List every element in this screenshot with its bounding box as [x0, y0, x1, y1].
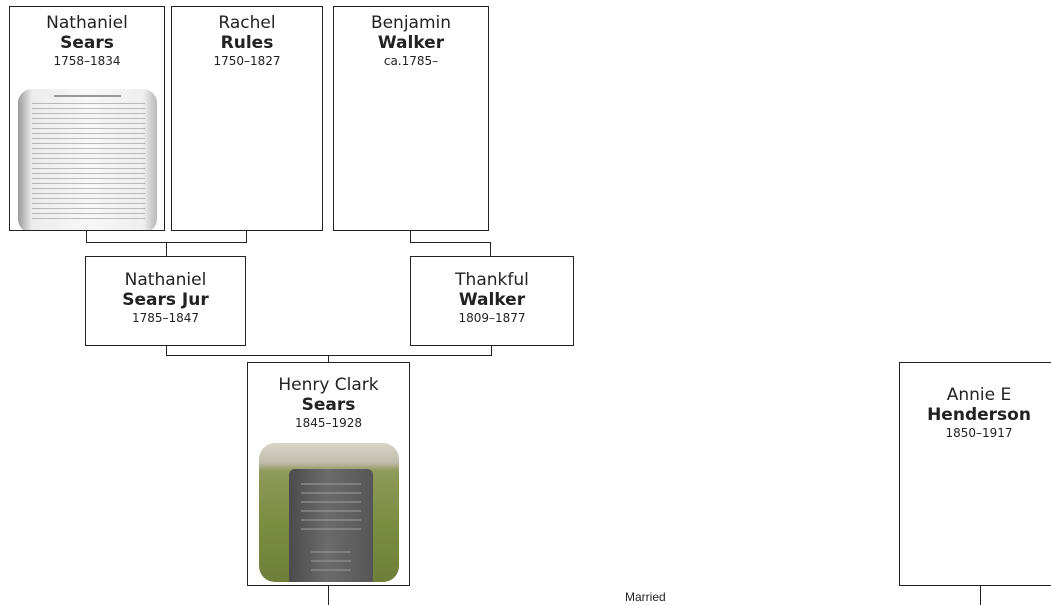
- person-given-name: Nathaniel: [46, 13, 128, 33]
- connector-line: [166, 242, 167, 256]
- person-card-henry-clark-sears[interactable]: Henry Clark Sears 1845–1928: [247, 362, 410, 586]
- person-dates: ca.1785–: [383, 54, 439, 68]
- gravestone-inscription: [301, 483, 361, 531]
- person-card-nathaniel-sears[interactable]: Nathaniel Sears 1758–1834: [9, 6, 165, 231]
- person-surname: Rules: [220, 33, 274, 53]
- connector-line: [246, 231, 247, 242]
- person-surname: Walker: [377, 33, 445, 53]
- person-given-name: Thankful: [455, 270, 529, 290]
- document-text-lines: [32, 103, 145, 219]
- person-card-nathaniel-sears-jur[interactable]: Nathaniel Sears Jur 1785–1847: [85, 256, 246, 346]
- connector-line: [490, 242, 491, 256]
- person-card-benjamin-walker[interactable]: Benjamin Walker ca.1785–: [333, 6, 489, 231]
- connector-line: [491, 346, 492, 355]
- person-given-name: Henry Clark: [278, 375, 379, 395]
- person-card-rachel-rules[interactable]: Rachel Rules 1750–1827: [171, 6, 323, 231]
- person-dates: 1758–1834: [53, 54, 121, 68]
- marriage-label: Married: [625, 590, 666, 604]
- connector-line: [980, 586, 981, 605]
- person-card-annie-e-henderson[interactable]: Annie E Henderson 1850–1917: [899, 362, 1051, 586]
- person-dates: 1850–1917: [945, 426, 1013, 440]
- connector-line: [166, 346, 167, 355]
- person-given-name: Rachel: [218, 13, 276, 33]
- person-dates: 1785–1847: [131, 311, 200, 325]
- person-surname: Henderson: [927, 405, 1031, 425]
- person-dates: 1809–1877: [458, 311, 526, 325]
- person-given-name: Benjamin: [370, 13, 452, 33]
- person-surname: Sears: [301, 395, 356, 415]
- person-dates: 1845–1928: [294, 416, 363, 430]
- connector-line: [328, 586, 329, 605]
- connector-line: [410, 242, 491, 243]
- person-given-name: Nathaniel: [124, 270, 207, 290]
- person-surname: Sears Jur: [122, 290, 209, 310]
- connector-line: [328, 355, 329, 362]
- connector-line: [166, 355, 492, 356]
- person-surname: Walker: [458, 290, 526, 310]
- person-dates: 1750–1827: [213, 54, 281, 68]
- person-given-name: Annie E: [946, 385, 1012, 405]
- gravestone-shape: [289, 469, 373, 582]
- document-heading-line: [54, 95, 121, 97]
- connector-line: [410, 231, 411, 242]
- gravestone-photo[interactable]: [259, 443, 399, 582]
- document-photo[interactable]: [18, 89, 157, 230]
- person-surname: Sears: [60, 33, 114, 53]
- person-card-thankful-walker[interactable]: Thankful Walker 1809–1877: [410, 256, 574, 346]
- connector-line: [86, 231, 87, 242]
- gravestone-inscription: [311, 551, 351, 575]
